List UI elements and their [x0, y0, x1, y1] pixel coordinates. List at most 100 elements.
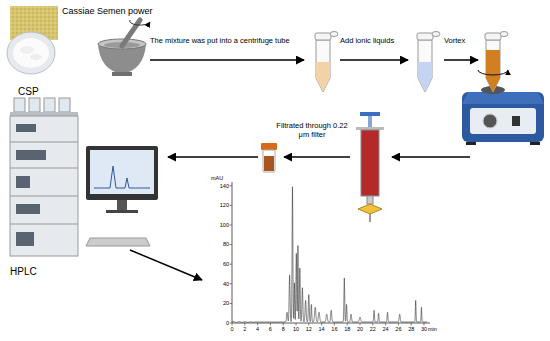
chromatogram [372, 323, 373, 326]
x-tick-label: 8 [282, 326, 285, 332]
hplc-picture [29, 98, 40, 112]
centrifuge-tube [478, 32, 508, 93]
centrifuge-tube [500, 32, 508, 37]
hplc-picture [106, 210, 138, 213]
hplc-picture [117, 200, 127, 210]
sample-vial [261, 143, 277, 172]
chromatogram [244, 323, 245, 326]
centrifuge-tube [330, 32, 338, 37]
label-holder: Vortex [444, 37, 465, 46]
axis-unit: min [428, 326, 437, 332]
chromatogram [283, 323, 284, 326]
vortex-mixer [483, 114, 497, 128]
syringe-filter [369, 214, 371, 222]
label-holder: 0 [226, 320, 229, 326]
process-arrow [340, 59, 408, 61]
csp-picture [7, 32, 55, 74]
label-holder: 28 [408, 326, 414, 332]
label-holder: 40 [223, 281, 229, 287]
label-holder: 2 [243, 326, 246, 332]
chromatogram [230, 283, 233, 284]
chromatogram [230, 303, 233, 304]
process-arrow [284, 156, 350, 158]
chromatogram [308, 323, 309, 326]
y-tick-label: 140 [220, 183, 229, 189]
csp-picture [20, 46, 34, 54]
syringe-filter [356, 112, 384, 222]
step-label: Add ionic liquids [340, 37, 394, 46]
x-tick-label: 26 [395, 326, 401, 332]
process-arrow [392, 156, 470, 158]
label-holder: mAU [211, 175, 223, 181]
sample-vial [264, 156, 274, 171]
hplc-picture [16, 150, 46, 160]
process-arrow [444, 59, 478, 61]
csp-picture [30, 54, 42, 60]
x-tick-label: 6 [269, 326, 272, 332]
chromatogram [230, 185, 233, 186]
label-holder: The mixture was put into a centrifuge tu… [150, 37, 290, 46]
centrifuge-tube [485, 33, 501, 40]
x-tick-label: 2 [243, 326, 246, 332]
step-label: Vortex [444, 37, 465, 46]
vortex-mixer [462, 86, 544, 145]
x-tick-label: 0 [230, 326, 233, 332]
hplc-picture [10, 142, 78, 143]
csp-picture [7, 32, 55, 74]
centrifuge-tube [316, 40, 330, 92]
sample-picture-box: Cassiae Semen power [10, 6, 58, 40]
sample-label: CSP [18, 86, 68, 98]
instrument-label: HPLC [10, 266, 170, 278]
y-tick-label: 80 [223, 241, 229, 247]
label-holder: 80 [223, 241, 229, 247]
centrifuge-tube [417, 32, 440, 93]
step-label: Filtrated through 0.22 μm filter [275, 122, 349, 139]
hplc-picture [10, 224, 78, 225]
chromatogram [398, 323, 399, 326]
hplc-picture [44, 98, 55, 112]
y-tick-label: 60 [223, 261, 229, 267]
hplc-picture [86, 238, 150, 246]
sample-label: Cassiae Semen power [62, 6, 110, 16]
chromatogram [411, 323, 412, 326]
hplc-picture [10, 112, 78, 116]
sample-picture-box: CSP [6, 30, 56, 76]
centrifuge-tube [315, 33, 331, 40]
label-holder: Filtrated through 0.22 μm filter [275, 122, 349, 139]
vortex-mixer [512, 116, 520, 126]
centrifuge-tube [315, 32, 338, 93]
y-tick-label: 120 [220, 202, 229, 208]
vortex-mixer [470, 108, 536, 134]
instrument-box: HPLC [2, 96, 162, 264]
centrifuge-tube [478, 70, 508, 75]
y-tick-label: 40 [223, 281, 229, 287]
x-tick-label: 14 [319, 326, 325, 332]
chromatogram [296, 323, 297, 326]
label-holder: 30 [421, 326, 427, 332]
chromatogram [270, 323, 271, 326]
syringe-filter [358, 204, 382, 214]
label-holder: 4 [256, 326, 259, 332]
label-holder: 120 [220, 202, 229, 208]
centrifuge-tube [432, 32, 440, 37]
mortar-and-pestle [112, 72, 132, 76]
chromatogram [232, 182, 233, 323]
label-holder: 16 [331, 326, 337, 332]
mortar-and-pestle [98, 20, 150, 76]
process-arrow [168, 156, 258, 158]
label-holder: 24 [383, 326, 389, 332]
label-holder: 6 [269, 326, 272, 332]
centrifuge-tube [316, 62, 330, 92]
hplc-picture [16, 232, 34, 246]
centrifuge-tube [418, 62, 432, 92]
label-holder: 12 [306, 326, 312, 332]
label-holder: 0 [230, 326, 233, 332]
label-holder: Add ionic liquids [340, 37, 394, 46]
chromatogram [230, 205, 233, 206]
label-holder: 140 [220, 183, 229, 189]
x-tick-label: 18 [344, 326, 350, 332]
hplc-picture [10, 196, 78, 197]
